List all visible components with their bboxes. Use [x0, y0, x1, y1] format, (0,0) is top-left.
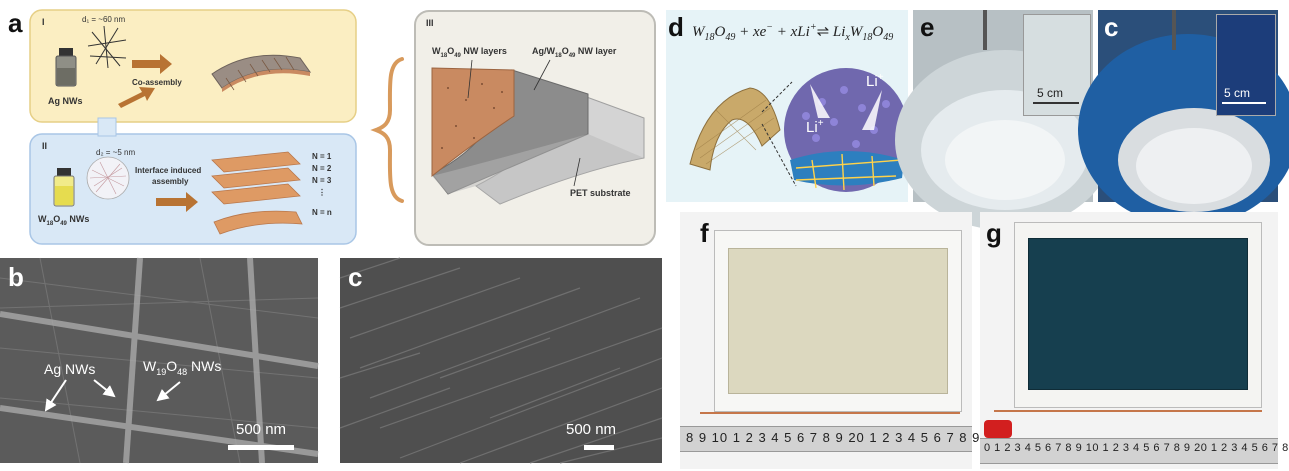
- inset-c: [1216, 14, 1276, 116]
- step1-material: Ag NWs: [48, 96, 83, 106]
- layer-label-3: N = 3: [312, 176, 332, 185]
- layer-label-n: N = n: [312, 208, 332, 217]
- scale-label-c-photo: 5 cm: [1224, 86, 1251, 100]
- step1-process: Co-assembly: [132, 78, 182, 87]
- w18o49-nanowire-sketch: [86, 156, 130, 200]
- arrow-ag-icon: [118, 87, 155, 108]
- ruler-text-f: 8 9 10 1 2 3 4 5 6 7 8 9 20 1 2 3 4 5 6 …: [686, 430, 981, 445]
- photo-e: 5 cm: [895, 10, 1115, 230]
- layer-label-dots: ⋮: [318, 188, 326, 197]
- photo-g: 0 1 2 3 4 5 6 7 8 9 10 1 2 3 4 5 6 7 8 9…: [980, 212, 1288, 469]
- layer-label-1: N = 1: [312, 152, 332, 161]
- label-ag-nws: Ag NWs: [44, 361, 96, 377]
- scale-bar-b: [228, 445, 294, 450]
- step3-label-layers: W18O49 NW layers: [432, 46, 507, 59]
- layer-label-2: N = 2: [312, 164, 332, 173]
- stacked-layers-icon: [211, 151, 303, 235]
- panel-label-a: a: [8, 8, 23, 38]
- sem-image-c: [339, 257, 663, 464]
- device-film-g: [1028, 238, 1248, 390]
- ruler-g: [980, 438, 1278, 464]
- step3-label-substrate: PET substrate: [570, 188, 631, 198]
- step2-material: W18O49 NWs: [38, 214, 90, 227]
- inset-e: [1023, 14, 1091, 116]
- red-clip-icon: [984, 420, 1012, 438]
- step2-box: [29, 133, 357, 245]
- step1-roman: I: [42, 17, 45, 27]
- co-assembled-film-icon: [211, 54, 312, 92]
- panel-label-d: d: [668, 12, 684, 42]
- step2-process-line1: Interface induced: [135, 166, 202, 175]
- w18o49-vial-icon: [53, 168, 75, 207]
- photo-c: 5 cm: [1078, 10, 1289, 226]
- panel-label-e: e: [920, 12, 935, 42]
- schematic-panel-a: [29, 9, 357, 245]
- curly-brace-icon: [370, 57, 404, 203]
- w18o49-layer-icon: [431, 67, 515, 178]
- step3-roman: III: [426, 18, 434, 28]
- panel-label-c-sem: c: [348, 262, 363, 292]
- ag-nanowire-sketch: [87, 25, 127, 69]
- panel-label-c-photo: c: [1104, 12, 1119, 42]
- ruler-f: [680, 426, 972, 452]
- panel-d: [666, 10, 908, 202]
- arrow-co-assembly-icon: [132, 54, 172, 74]
- step2-diameter: d₂ = ~5 nm: [96, 148, 136, 157]
- panel-label-g: g: [986, 218, 1002, 248]
- electrochromic-equation: W18O49 + xe− + xLi+⇌ LixW18O49: [692, 22, 894, 43]
- step2-process-line2: assembly: [152, 177, 189, 186]
- scale-label-e: 5 cm: [1037, 86, 1064, 100]
- ruler-text-g: 0 1 2 3 4 5 6 7 8 9 10 1 2 3 4 5 6 7 8 9…: [984, 442, 1289, 454]
- photo-f: 8 9 10 1 2 3 4 5 6 7 8 9 20 1 2 3 4 5 6 …: [680, 212, 979, 469]
- scale-label-b: 500 nm: [236, 421, 287, 438]
- step2-roman: II: [42, 141, 48, 151]
- step3-schematic: [414, 10, 656, 246]
- panel-label-f: f: [700, 218, 709, 248]
- step3-label-ag: Ag/W18O49 NW layer: [532, 46, 617, 59]
- pointer-arrows: [44, 379, 181, 412]
- scale-bar-c: [584, 445, 614, 450]
- device-film-f: [728, 248, 948, 394]
- step1-diameter: d₁ = ~60 nm: [82, 15, 126, 24]
- label-w19o48-nws: W19O48 NWs: [143, 358, 222, 377]
- sem-image-b: [0, 257, 319, 464]
- li-ion-label-top: Li+: [866, 72, 884, 90]
- li-ion-label-bottom: Li+: [806, 118, 824, 136]
- scale-label-c: 500 nm: [566, 421, 617, 438]
- scale-bar-e: [1033, 102, 1079, 104]
- ag-vial-icon: [55, 48, 77, 87]
- scale-bar-c-photo: [1222, 102, 1266, 104]
- copper-wire-g: [994, 410, 1262, 412]
- copper-wire-f: [700, 412, 960, 414]
- panel-label-b: b: [8, 262, 24, 292]
- arrow-interface-assembly-icon: [156, 192, 198, 212]
